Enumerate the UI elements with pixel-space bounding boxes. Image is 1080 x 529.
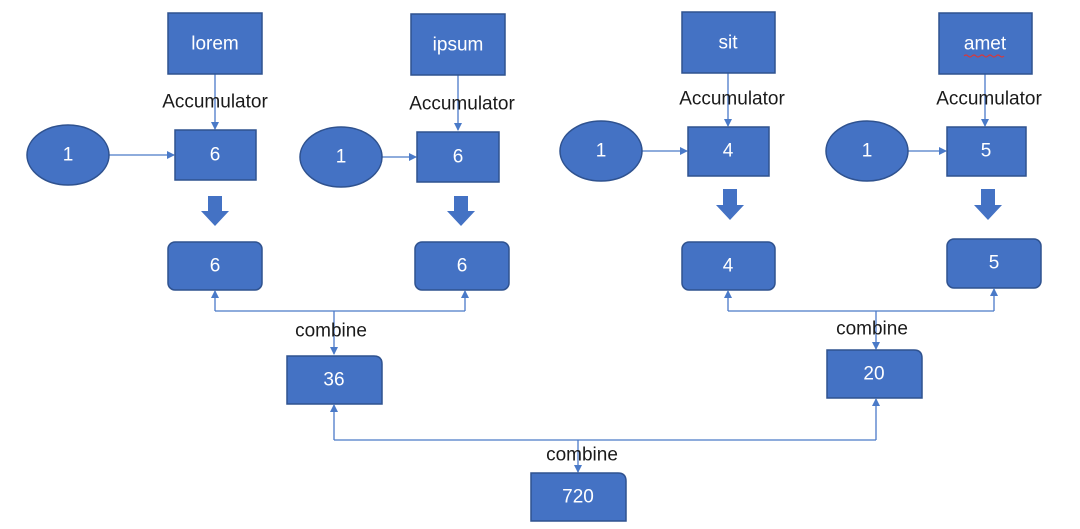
- initial-value: 1: [63, 145, 74, 166]
- word-box: ipsum: [410, 13, 506, 76]
- combine-result: 720: [562, 487, 594, 508]
- result-box: 6: [414, 241, 510, 291]
- group-sit: sit Accumulator 1 4 4: [559, 11, 785, 291]
- result-box: 5: [946, 238, 1042, 289]
- initial-value: 1: [336, 147, 347, 168]
- initial-value-ellipse: 1: [825, 120, 909, 182]
- accumulator-value: 6: [453, 147, 464, 168]
- result-value: 4: [723, 256, 734, 277]
- combine-left: combine 36: [211, 290, 469, 405]
- accumulator-box: 5: [946, 126, 1027, 177]
- accumulator-value: 4: [723, 141, 734, 162]
- word-box: lorem: [167, 12, 263, 75]
- spellcheck-underline: [963, 54, 1005, 58]
- accumulator-label: Accumulator: [162, 92, 268, 113]
- down-arrow-icon: [447, 196, 475, 226]
- accumulator-value: 6: [210, 145, 221, 166]
- initial-value-ellipse: 1: [299, 126, 383, 188]
- initial-value-ellipse: 1: [26, 124, 110, 186]
- accumulator-box: 6: [416, 131, 500, 183]
- combine-result-box: 36: [286, 355, 383, 405]
- combine-result: 20: [863, 364, 884, 385]
- group-lorem: lorem Accumulator 1 6 6: [26, 12, 268, 291]
- down-arrow-icon: [974, 189, 1002, 220]
- accumulator-value: 5: [981, 141, 992, 162]
- result-value: 6: [210, 256, 221, 277]
- word-box: amet: [938, 12, 1033, 75]
- initial-value: 1: [596, 141, 607, 162]
- result-box: 6: [167, 241, 263, 291]
- accumulator-label: Accumulator: [936, 89, 1042, 110]
- combine-label: combine: [836, 319, 908, 340]
- group-ipsum: ipsum Accumulator 1 6 6: [299, 13, 515, 291]
- combine-result-box: 720: [530, 472, 627, 522]
- combine-right: combine 20: [724, 288, 998, 399]
- accumulator-box: 6: [174, 129, 257, 181]
- combine-result-box: 20: [826, 349, 923, 399]
- initial-value: 1: [862, 141, 873, 162]
- word-box: sit: [681, 11, 776, 74]
- result-box: 4: [681, 241, 776, 291]
- word-label: ipsum: [433, 35, 484, 56]
- down-arrow-icon: [201, 196, 229, 226]
- word-label: sit: [719, 33, 739, 54]
- accumulator-box: 4: [687, 126, 770, 177]
- combine-label: combine: [295, 321, 367, 342]
- combine-result: 36: [323, 370, 344, 391]
- word-label: amet: [964, 34, 1007, 55]
- initial-value-ellipse: 1: [559, 120, 643, 182]
- group-amet: amet Accumulator 1 5 5: [825, 12, 1042, 289]
- combine-final: combine 720: [330, 398, 880, 522]
- word-label: lorem: [191, 34, 239, 55]
- result-value: 6: [457, 256, 468, 277]
- down-arrow-icon: [716, 189, 744, 220]
- result-value: 5: [989, 253, 1000, 274]
- accumulator-label: Accumulator: [679, 89, 785, 110]
- combine-label: combine: [546, 445, 618, 466]
- accumulator-label: Accumulator: [409, 94, 515, 115]
